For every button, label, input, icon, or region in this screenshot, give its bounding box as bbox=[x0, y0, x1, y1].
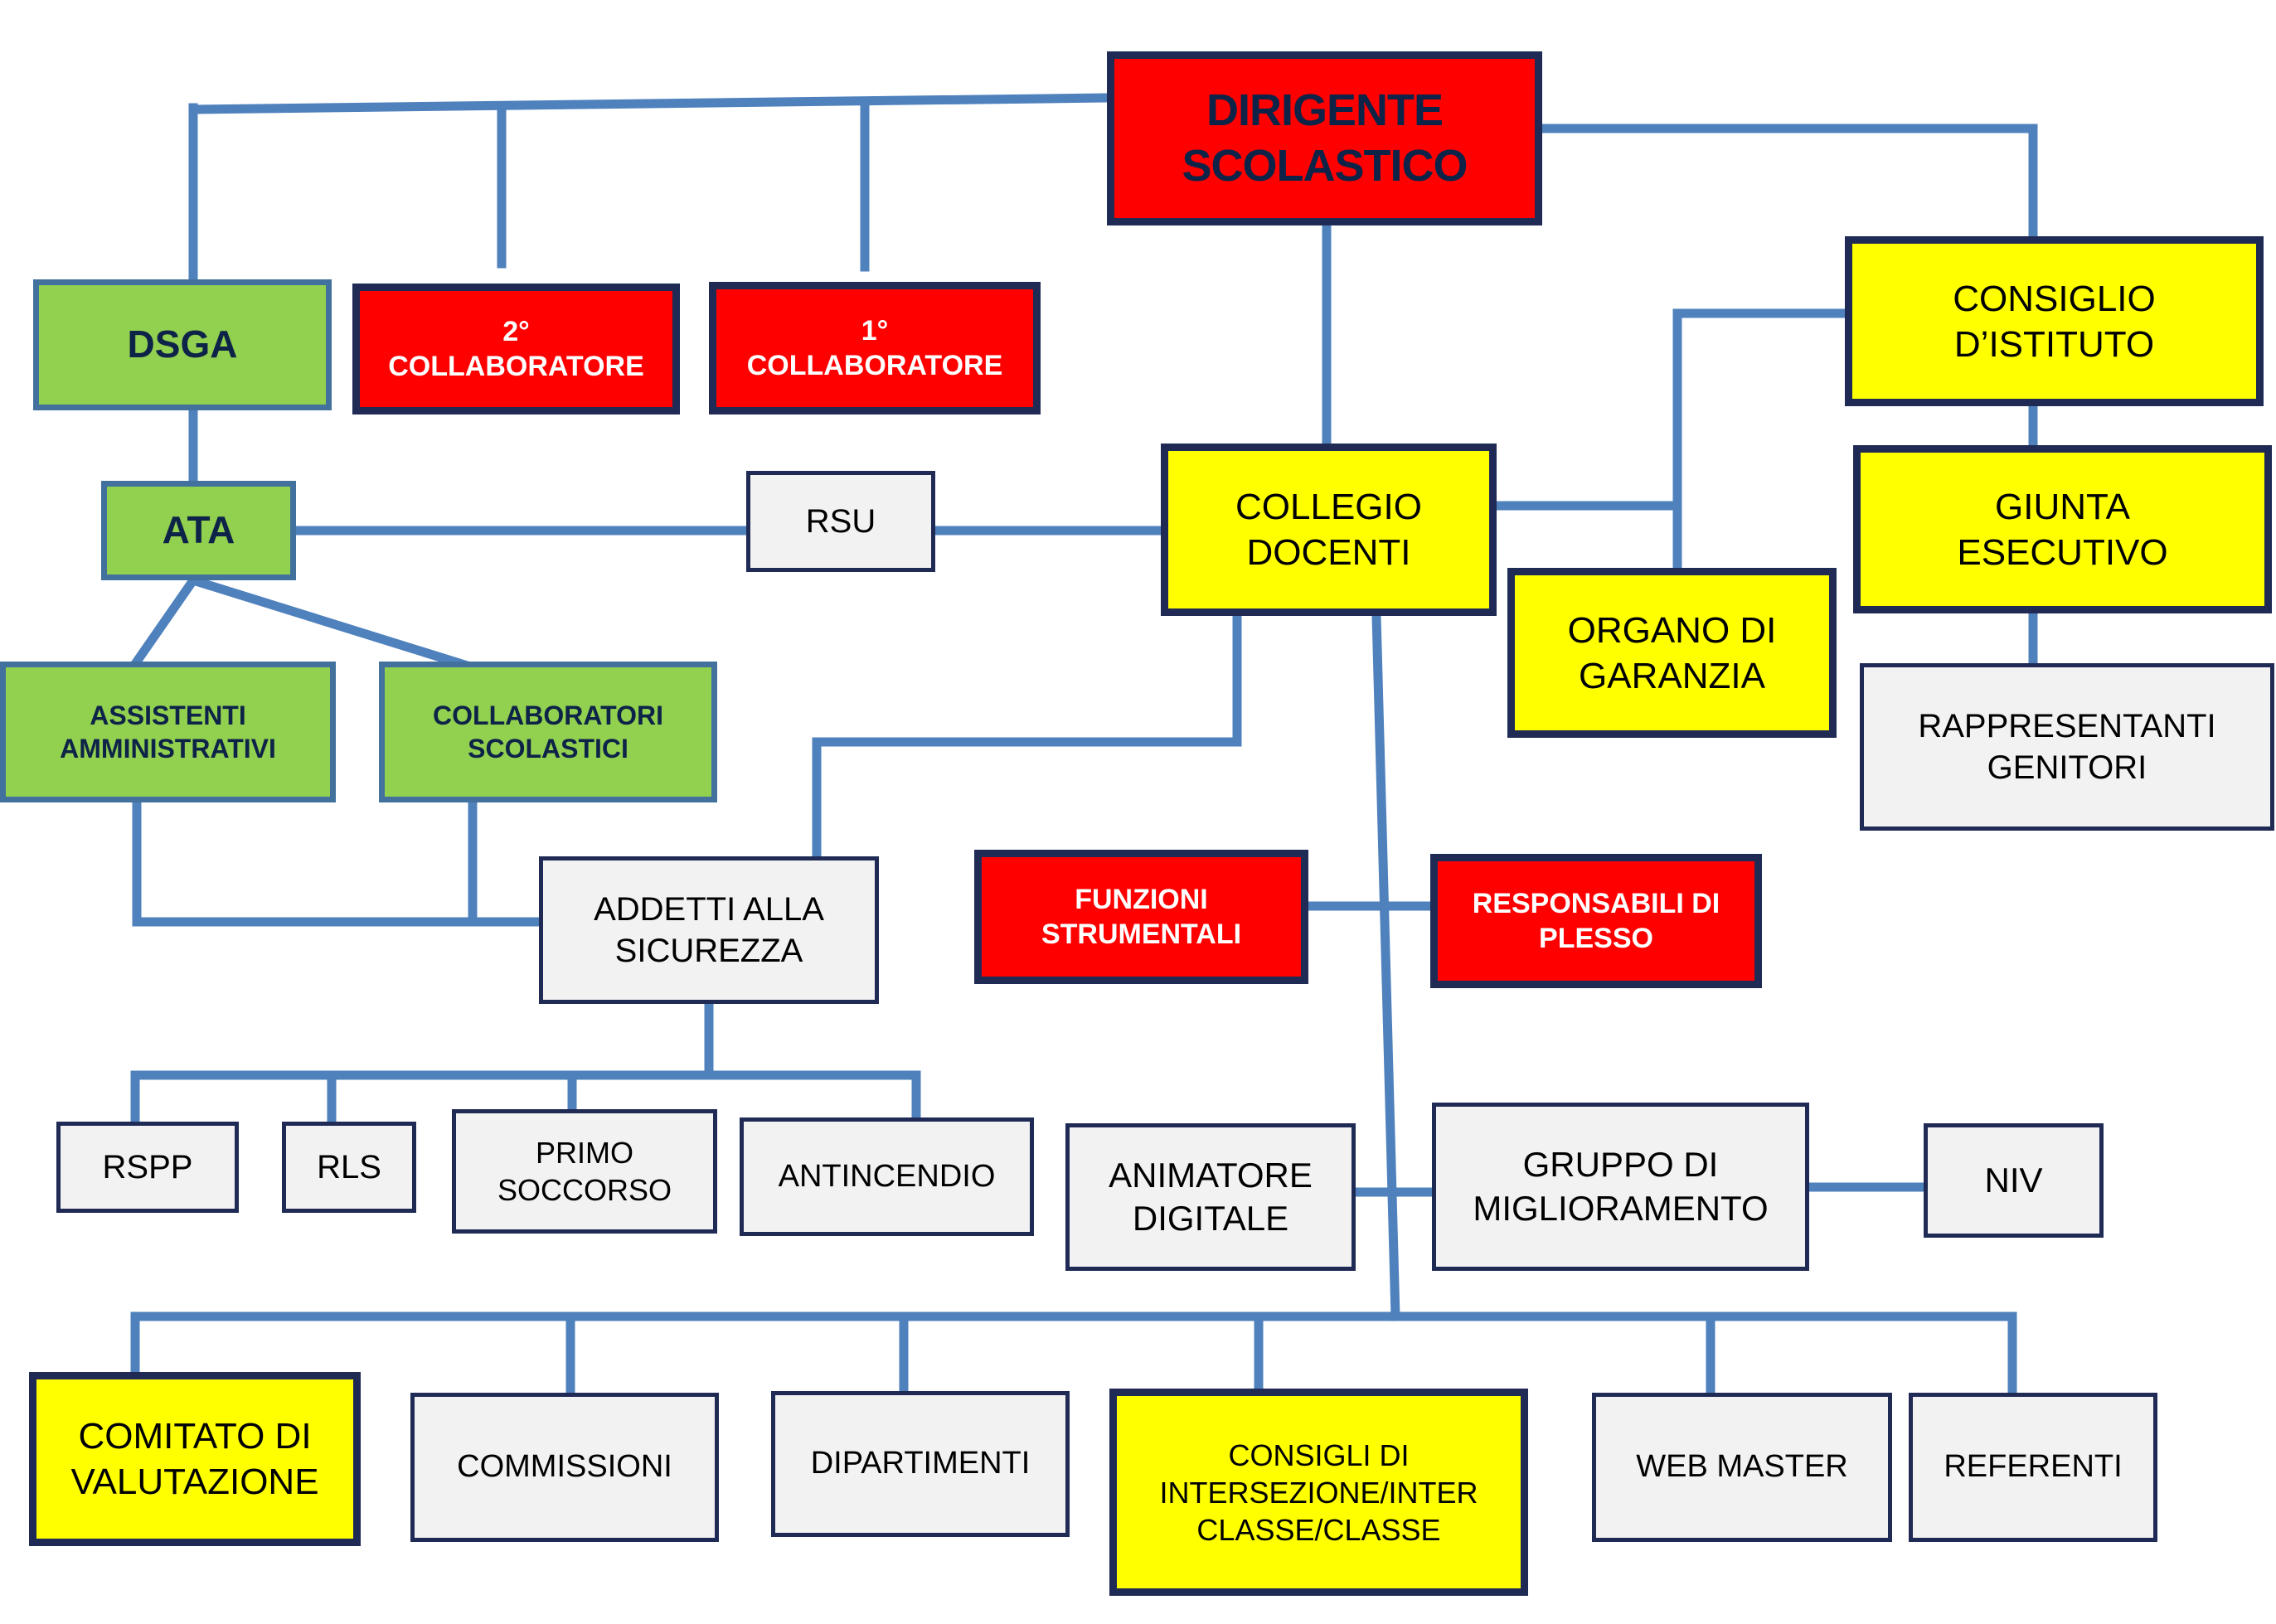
node-collaboratori-scolastici[interactable]: COLLABORATORI SCOLASTICI bbox=[379, 662, 717, 802]
connector-line bbox=[130, 574, 200, 668]
node-assistenti-amministrativi[interactable]: ASSISTENTI AMMINISTRATIVI bbox=[0, 662, 336, 802]
node-label: DSGA bbox=[127, 322, 238, 366]
connector-line bbox=[1371, 611, 1400, 1321]
node-label: ATA bbox=[162, 508, 235, 552]
node-dirigente-scolastico[interactable]: DIRIGENTE SCOLASTICO bbox=[1107, 51, 1542, 225]
node-label: RLS bbox=[317, 1149, 381, 1185]
node-label: ASSISTENTI AMMINISTRATIVI bbox=[60, 701, 276, 764]
node-rappresentanti-genitori[interactable]: RAPPRESENTANTI GENITORI bbox=[1860, 663, 2274, 831]
node-referenti[interactable]: REFERENTI bbox=[1909, 1393, 2157, 1542]
node-organo-garanzia[interactable]: ORGANO DI GARANZIA bbox=[1507, 568, 1837, 738]
node-dipartimenti[interactable]: DIPARTIMENTI bbox=[771, 1391, 1070, 1537]
node-dsga[interactable]: DSGA bbox=[33, 279, 332, 410]
node-collegio-docenti[interactable]: COLLEGIO DOCENTI bbox=[1161, 444, 1497, 616]
node-label: COLLABORATORI SCOLASTICI bbox=[433, 701, 663, 764]
node-label: DIPARTIMENTI bbox=[810, 1446, 1031, 1481]
node-label: DIRIGENTE SCOLASTICO bbox=[1182, 85, 1468, 191]
node-label: ADDETTI ALLA SICUREZZA bbox=[594, 891, 824, 969]
connector-line bbox=[187, 574, 478, 673]
node-label: ANTINCENDIO bbox=[778, 1158, 996, 1194]
node-rspp[interactable]: RSPP bbox=[56, 1122, 239, 1213]
node-funzioni-strumentali[interactable]: FUNZIONI STRUMENTALI bbox=[974, 850, 1308, 984]
node-label: ANIMATORE DIGITALE bbox=[1109, 1155, 1313, 1239]
node-antincendio[interactable]: ANTINCENDIO bbox=[740, 1117, 1034, 1236]
node-label: REFERENTI bbox=[1944, 1449, 2123, 1485]
node-primo-soccorso[interactable]: PRIMO SOCCORSO bbox=[452, 1109, 717, 1234]
connector-line bbox=[132, 797, 544, 927]
node-responsabili-plesso[interactable]: RESPONSABILI DI PLESSO bbox=[1430, 854, 1762, 988]
node-giunta-esecutivo[interactable]: GIUNTA ESECUTIVO bbox=[1853, 445, 2272, 613]
node-ata[interactable]: ATA bbox=[101, 481, 296, 580]
node-niv[interactable]: NIV bbox=[1924, 1123, 2104, 1238]
node-label: GRUPPO DI MIGLIORAMENTO bbox=[1473, 1145, 1769, 1228]
node-rsu[interactable]: RSU bbox=[746, 471, 935, 572]
node-addetti-sicurezza[interactable]: ADDETTI ALLA SICUREZZA bbox=[539, 856, 879, 1004]
node-label: GIUNTA ESECUTIVO bbox=[1957, 486, 2168, 573]
node-label: PRIMO SOCCORSO bbox=[497, 1136, 672, 1207]
node-label: FUNZIONI STRUMENTALI bbox=[1041, 883, 1242, 951]
connector-line bbox=[1672, 308, 1850, 570]
node-1-collaboratore[interactable]: 1° COLLABORATORE bbox=[709, 282, 1041, 414]
node-consigli-intersezione[interactable]: CONSIGLI DI INTERSEZIONE/INTER CLASSE/CL… bbox=[1109, 1389, 1528, 1596]
node-label: WEB MASTER bbox=[1636, 1449, 1848, 1485]
node-comitato-valutazione[interactable]: COMITATO DI VALUTAZIONE bbox=[29, 1372, 361, 1546]
node-gruppo-miglioramento[interactable]: GRUPPO DI MIGLIORAMENTO bbox=[1432, 1103, 1809, 1271]
connector-line bbox=[1537, 124, 2038, 239]
node-consiglio-istituto[interactable]: CONSIGLIO D’ISTITUTO bbox=[1845, 236, 2264, 406]
node-animatore-digitale[interactable]: ANIMATORE DIGITALE bbox=[1065, 1123, 1356, 1271]
connector-line bbox=[812, 611, 1242, 861]
node-label: RESPONSABILI DI PLESSO bbox=[1472, 887, 1720, 955]
connector-line bbox=[188, 93, 1112, 114]
node-rls[interactable]: RLS bbox=[282, 1122, 416, 1213]
node-label: RSPP bbox=[102, 1149, 193, 1185]
node-label: NIV bbox=[1984, 1160, 2043, 1200]
node-label: 2° COLLABORATORE bbox=[388, 315, 644, 383]
connector-line bbox=[130, 1070, 921, 1120]
node-label: RAPPRESENTANTI GENITORI bbox=[1918, 708, 2216, 786]
node-commissioni[interactable]: COMMISSIONI bbox=[410, 1393, 719, 1542]
node-label: CONSIGLIO D’ISTITUTO bbox=[1953, 278, 2156, 365]
node-label: RSU bbox=[805, 503, 876, 540]
node-label: COMMISSIONI bbox=[457, 1449, 672, 1485]
connector-line bbox=[130, 1311, 2017, 1396]
node-label: CONSIGLI DI INTERSEZIONE/INTER CLASSE/CL… bbox=[1159, 1437, 1478, 1547]
node-label: COMITATO DI VALUTAZIONE bbox=[70, 1416, 319, 1502]
node-label: COLLEGIO DOCENTI bbox=[1235, 487, 1422, 573]
node-label: ORGANO DI GARANZIA bbox=[1567, 609, 1777, 696]
node-web-master[interactable]: WEB MASTER bbox=[1592, 1393, 1892, 1542]
node-2-collaboratore[interactable]: 2° COLLABORATORE bbox=[352, 284, 680, 414]
node-label: 1° COLLABORATORE bbox=[746, 314, 1003, 382]
